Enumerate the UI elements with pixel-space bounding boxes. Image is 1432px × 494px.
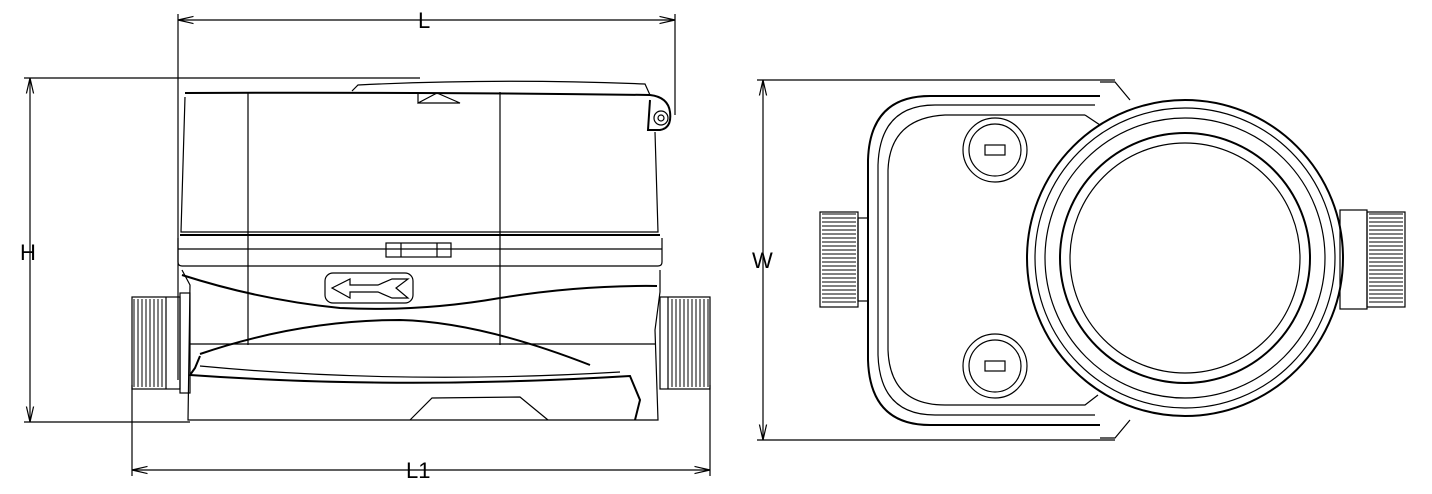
dial-gauge-top bbox=[962, 117, 1028, 183]
meter-side-view bbox=[131, 80, 711, 421]
label-L: L bbox=[418, 8, 431, 33]
dimension-H bbox=[24, 77, 420, 423]
outlet-thread bbox=[659, 296, 711, 390]
outlet-thread-top bbox=[1339, 209, 1406, 310]
dial-gauge-bottom bbox=[962, 333, 1028, 399]
inlet-thread-top bbox=[819, 211, 869, 308]
dimension-W bbox=[757, 79, 1115, 441]
dimension-L bbox=[177, 14, 676, 380]
dimension-L1 bbox=[131, 385, 711, 476]
label-W: W bbox=[752, 248, 773, 273]
meter-top-view bbox=[819, 81, 1406, 439]
inlet-thread bbox=[131, 292, 191, 394]
label-H: H bbox=[20, 240, 36, 265]
label-L1: L1 bbox=[406, 458, 431, 483]
